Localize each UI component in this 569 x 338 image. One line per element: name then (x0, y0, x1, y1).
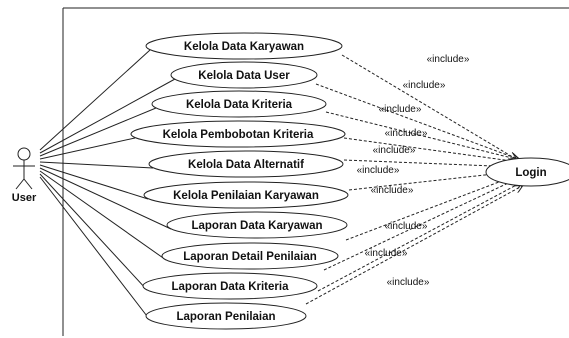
use-case: Laporan Data Kriteria (142, 272, 318, 300)
use-case-ellipse (151, 90, 327, 118)
use-case-label: Laporan Penilaian (176, 311, 275, 323)
include-label: «include» (385, 221, 428, 232)
include-arrow (348, 171, 521, 191)
use-case: Laporan Penilaian (145, 302, 307, 330)
use-case-label: Kelola Data User (198, 70, 290, 82)
association-line (39, 161, 154, 169)
include-label: «include» (379, 104, 422, 115)
use-case: Kelola Data User (170, 61, 318, 89)
include-label: «include» (427, 54, 470, 65)
use-case-ellipse (142, 272, 318, 300)
use-case: Kelola Penilaian Karyawan (143, 181, 349, 209)
association-line (39, 164, 149, 200)
association-lines (39, 49, 176, 321)
use-case: Kelola Data Karyawan (145, 32, 343, 60)
use-case-label: Laporan Data Kriteria (172, 281, 290, 293)
association-line (39, 167, 172, 230)
use-case: Laporan Data Karyawan (166, 211, 348, 239)
use-case-login: Login (485, 157, 569, 187)
association-line (39, 78, 176, 154)
association-line (39, 170, 167, 261)
association-line (39, 107, 157, 157)
use-case-ellipse (161, 242, 339, 270)
use-case-label: Kelola Data Kriteria (186, 99, 293, 111)
actor-user: User (12, 147, 37, 204)
association-line (39, 137, 136, 160)
include-label: «include» (365, 248, 408, 259)
include-arrow (315, 83, 518, 159)
use-case-ellipse (166, 211, 348, 239)
include-arrow (317, 182, 522, 292)
association-line (39, 49, 151, 151)
include-label: «include» (357, 165, 400, 176)
use-case-login-label: Login (515, 167, 546, 179)
include-arrow (345, 174, 520, 241)
use-case-label: Laporan Detail Penilaian (183, 251, 317, 263)
use-case-ellipse (143, 181, 349, 209)
use-case: Kelola Data Alternatif (148, 150, 344, 178)
association-line (39, 176, 151, 321)
include-label: «include» (373, 145, 416, 156)
include-arrow (341, 54, 516, 159)
include-arrow (343, 137, 519, 162)
include-arrow (325, 111, 520, 160)
use-case: Kelola Data Kriteria (151, 90, 327, 118)
use-case-ellipse (170, 61, 318, 89)
use-case-ellipse (130, 120, 346, 148)
use-case-label: Laporan Data Karyawan (191, 220, 322, 232)
use-case: Kelola Pembobotan Kriteria (130, 120, 346, 148)
use-case-label: Kelola Data Alternatif (188, 159, 304, 171)
include-label: «include» (371, 185, 414, 196)
use-case-ellipse (485, 157, 569, 187)
actor-label: User (12, 192, 37, 204)
include-label: «include» (387, 277, 430, 288)
use-case: Laporan Detail Penilaian (161, 242, 339, 270)
use-case-label: Kelola Penilaian Karyawan (173, 190, 319, 202)
use-case-label: Kelola Pembobotan Kriteria (163, 129, 314, 141)
include-relations: «include» «include» «include» «include» «inc… (305, 54, 522, 305)
include-arrow (305, 186, 522, 305)
use-case-ellipse (148, 150, 344, 178)
actor-head-icon (17, 147, 31, 161)
include-arrow (323, 177, 521, 271)
use-case-label: Kelola Data Karyawan (184, 41, 304, 53)
association-line (39, 173, 148, 291)
use-case-ellipse (145, 302, 307, 330)
include-label: «include» (403, 80, 446, 91)
use-case-ellipse (145, 32, 343, 60)
include-label: «include» (385, 128, 428, 139)
